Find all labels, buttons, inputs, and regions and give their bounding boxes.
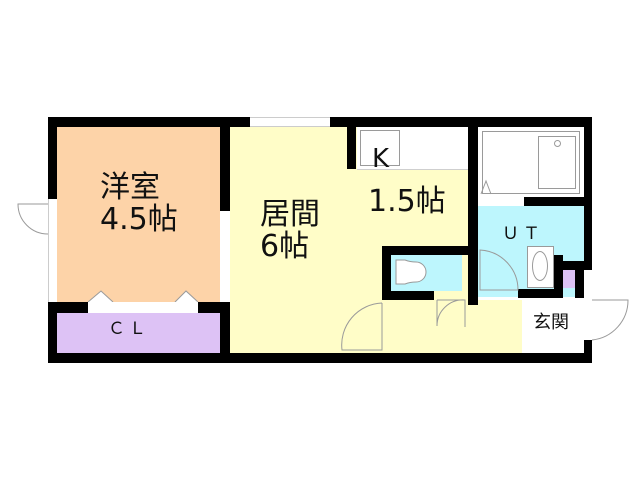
wall-divider-1-lower [220, 302, 230, 363]
entrance [522, 298, 584, 353]
wall-kitchen-stub [347, 117, 356, 169]
window-top[interactable] [250, 117, 330, 127]
western-room [57, 127, 220, 303]
entrance-label: 玄関 [533, 312, 569, 333]
wall-toilet-bottom [382, 291, 434, 300]
bathtub [538, 136, 576, 189]
wall-toilet-left [382, 246, 391, 300]
bath-door-opening[interactable] [478, 197, 524, 206]
utility-label: ＵＴ [502, 224, 544, 244]
closet [57, 313, 220, 353]
wall-right-shoe [575, 261, 584, 298]
living-room-label: 居間 6帖 [260, 197, 320, 264]
wall-right-upper [584, 117, 592, 265]
wall-ut-bottom [518, 289, 562, 298]
wall-left-upper [48, 117, 57, 199]
closet-opening[interactable] [88, 302, 198, 313]
wall-bath-bottom [524, 197, 592, 206]
wall-divider-1-upper [220, 117, 230, 211]
wall-shoe-left [554, 255, 563, 298]
entrance-hall [392, 300, 522, 353]
closet-label: ＣＬ [108, 319, 150, 339]
window-left[interactable] [48, 199, 57, 302]
wall-toilet-top [382, 246, 478, 255]
bathtub-frame [482, 131, 580, 194]
kitchen-counter [357, 127, 468, 170]
left-door-arc [17, 203, 49, 235]
kitchen-size-label: 1.5帖 [368, 184, 446, 219]
washbasin-icon [532, 251, 548, 281]
wall-top-right [330, 117, 592, 127]
front-door[interactable] [584, 298, 592, 340]
wall-divider-2 [468, 117, 478, 305]
window-interior [220, 211, 230, 302]
wall-closet-top-right [198, 302, 230, 313]
wall-bottom [48, 353, 592, 363]
kitchen-name-label: K [372, 144, 390, 174]
bath-drain-icon [554, 140, 561, 147]
western-room-label: 洋室 4.5帖 [100, 170, 178, 237]
wall-left-lower [48, 302, 57, 363]
kitchen-sink [360, 130, 400, 166]
bath [478, 127, 584, 197]
wall-top-left [48, 117, 250, 127]
wall-closet-top-left [48, 302, 88, 313]
shoe-storage [563, 270, 575, 288]
wall-right-lower [584, 340, 592, 363]
